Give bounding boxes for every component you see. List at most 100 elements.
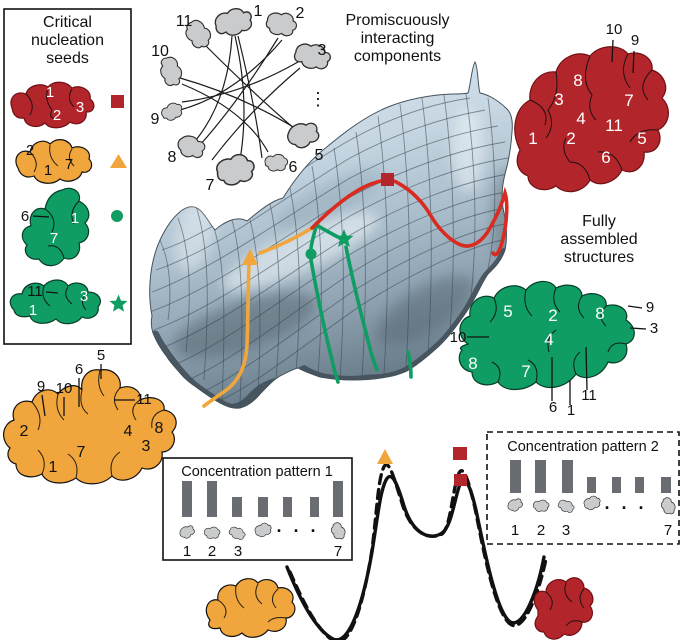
green-structure-outside-11: 11 — [581, 387, 597, 404]
green-structure-num-2: 2 — [548, 306, 557, 325]
ridge-highlight — [221, 212, 379, 292]
pattern2-shape-1 — [505, 496, 525, 514]
final-red-structure — [533, 577, 594, 640]
network-label-2: 2 — [296, 5, 305, 22]
red-structure-num-1: 1 — [528, 129, 537, 148]
interaction-network: 1 2 3 5 6 7 8 9 10 11 ⋮ — [151, 3, 334, 194]
network-label-7: 7 — [206, 177, 215, 194]
network-label-8: 8 — [168, 149, 177, 166]
green-seed2-label-3: 3 — [80, 288, 88, 305]
orange-structure-outside-9: 9 — [37, 378, 45, 395]
component-shape-8 — [173, 131, 209, 164]
midslope-shade — [276, 169, 384, 231]
orange-assembled-structure: 2 1 7 4 3 8 5 6 9 10 11 — [3, 347, 177, 485]
component-shape-3 — [291, 37, 334, 75]
pattern1-dots: · · · — [277, 521, 320, 541]
curve-red-square-bottom — [454, 474, 467, 486]
energy-landscape-surface — [149, 61, 513, 409]
green-structure-outside-3: 3 — [650, 320, 658, 337]
component-shape-6 — [263, 151, 290, 174]
red-seed-shape — [10, 81, 95, 129]
final-red-shape — [533, 577, 594, 640]
network-title: Promiscuously interacting components — [345, 12, 450, 66]
green-trajectory-edge-segment — [406, 350, 413, 379]
orange-structure-outside-5: 5 — [97, 347, 105, 364]
orange-seed-label-2: 1 — [44, 162, 52, 179]
green-assembled-structure: 5 2 8 4 8 7 9 3 10 6 1 11 — [450, 280, 658, 419]
network-label-1: 1 — [254, 3, 263, 20]
orange-structure-shape — [3, 369, 177, 485]
green-structure-num-5: 5 — [503, 302, 512, 321]
orange-structure-num-8: 8 — [155, 420, 164, 437]
orange-structure-outside-11: 11 — [136, 391, 152, 408]
pattern1-shape-3 — [227, 523, 248, 543]
component-shape-9 — [159, 100, 185, 123]
assembled-structures-title: Fully assembled structures — [560, 213, 638, 267]
pattern2-shape-7 — [659, 495, 678, 517]
green-seed1-leader — [32, 215, 50, 218]
legend-star-marker — [109, 294, 128, 312]
legend-triangle-marker — [110, 154, 127, 168]
pattern2-shape-3 — [556, 496, 577, 516]
green-structure-leader-11 — [585, 346, 588, 391]
pattern2-label-7: 7 — [664, 522, 672, 539]
orange-structure-num-4: 4 — [124, 423, 133, 440]
pattern1-label-3: 3 — [234, 543, 242, 560]
network-label-9: 9 — [151, 111, 160, 128]
green-trajectory-a-descent — [309, 258, 340, 384]
green-structure-leader-3 — [629, 327, 647, 330]
green-trajectory-a — [309, 225, 318, 250]
green-structure-num-4: 4 — [544, 330, 553, 349]
pattern1-shape-7 — [329, 520, 348, 542]
concentration-pattern-2: Concentration pattern 2 · · · 1 2 3 7 — [486, 431, 680, 545]
red-structure-num-11: 11 — [605, 116, 623, 135]
orange-triangle-marker — [242, 249, 258, 265]
orange-structure-leader-9 — [41, 394, 46, 417]
network-label-3: 3 — [318, 42, 327, 59]
green-structure-num-8l: 8 — [468, 354, 477, 373]
orange-structure-num-2: 2 — [20, 423, 29, 440]
orange-seed-label-1: 2 — [26, 142, 34, 159]
final-orange-structure — [205, 578, 296, 638]
red-structure-num-3: 3 — [554, 90, 563, 109]
network-label-5: 5 — [315, 147, 324, 164]
pattern2-label-1: 1 — [511, 522, 519, 539]
green-seed1-outside-label: 6 — [21, 208, 29, 225]
pattern1-shape-4 — [253, 521, 274, 539]
pattern2-title: Concentration pattern 2 — [507, 439, 659, 455]
red-seed-label-2: 2 — [53, 107, 61, 124]
green-seed1-shape — [21, 187, 90, 267]
network-label-11: 11 — [176, 13, 193, 30]
green-structure-num-7: 7 — [521, 362, 530, 381]
pattern2-dots: · · · — [605, 498, 648, 518]
pattern2-border — [486, 431, 680, 545]
pattern1-shape-1 — [177, 523, 197, 541]
red-structure-leader-9 — [632, 50, 635, 74]
energy-profile-curve — [285, 447, 548, 640]
component-shape-10 — [157, 55, 185, 88]
orange-trajectory-ridge — [258, 226, 314, 255]
red-trajectory — [310, 178, 509, 257]
assembly-trajectories — [202, 173, 509, 408]
red-structure-num-4: 4 — [576, 109, 585, 128]
red-structure-leader-10 — [611, 39, 614, 63]
green-structure-num-8r: 8 — [595, 304, 604, 323]
red-square-marker — [381, 173, 394, 186]
orange-structure-num-1: 1 — [49, 459, 58, 476]
red-structure-num-8: 8 — [573, 71, 582, 90]
green-seed1-label-7: 7 — [50, 230, 58, 247]
network-label-10: 10 — [151, 43, 169, 60]
green-trajectory-b-descent — [344, 245, 379, 372]
concentration-pattern-1: Concentration pattern 1 · · · 1 2 3 7 — [162, 457, 353, 561]
curve-red-square-top — [453, 447, 467, 460]
final-orange-shape — [205, 578, 296, 638]
network-chords — [179, 35, 301, 161]
pattern1-label-1: 1 — [183, 543, 191, 560]
orange-seed-label-3: 7 — [65, 156, 73, 173]
orange-structure-num-3: 3 — [142, 438, 151, 455]
green-seed2-outside-label: 11 — [27, 283, 43, 300]
pattern1-label-2: 2 — [208, 543, 216, 560]
red-structure-num-5: 5 — [637, 129, 646, 148]
